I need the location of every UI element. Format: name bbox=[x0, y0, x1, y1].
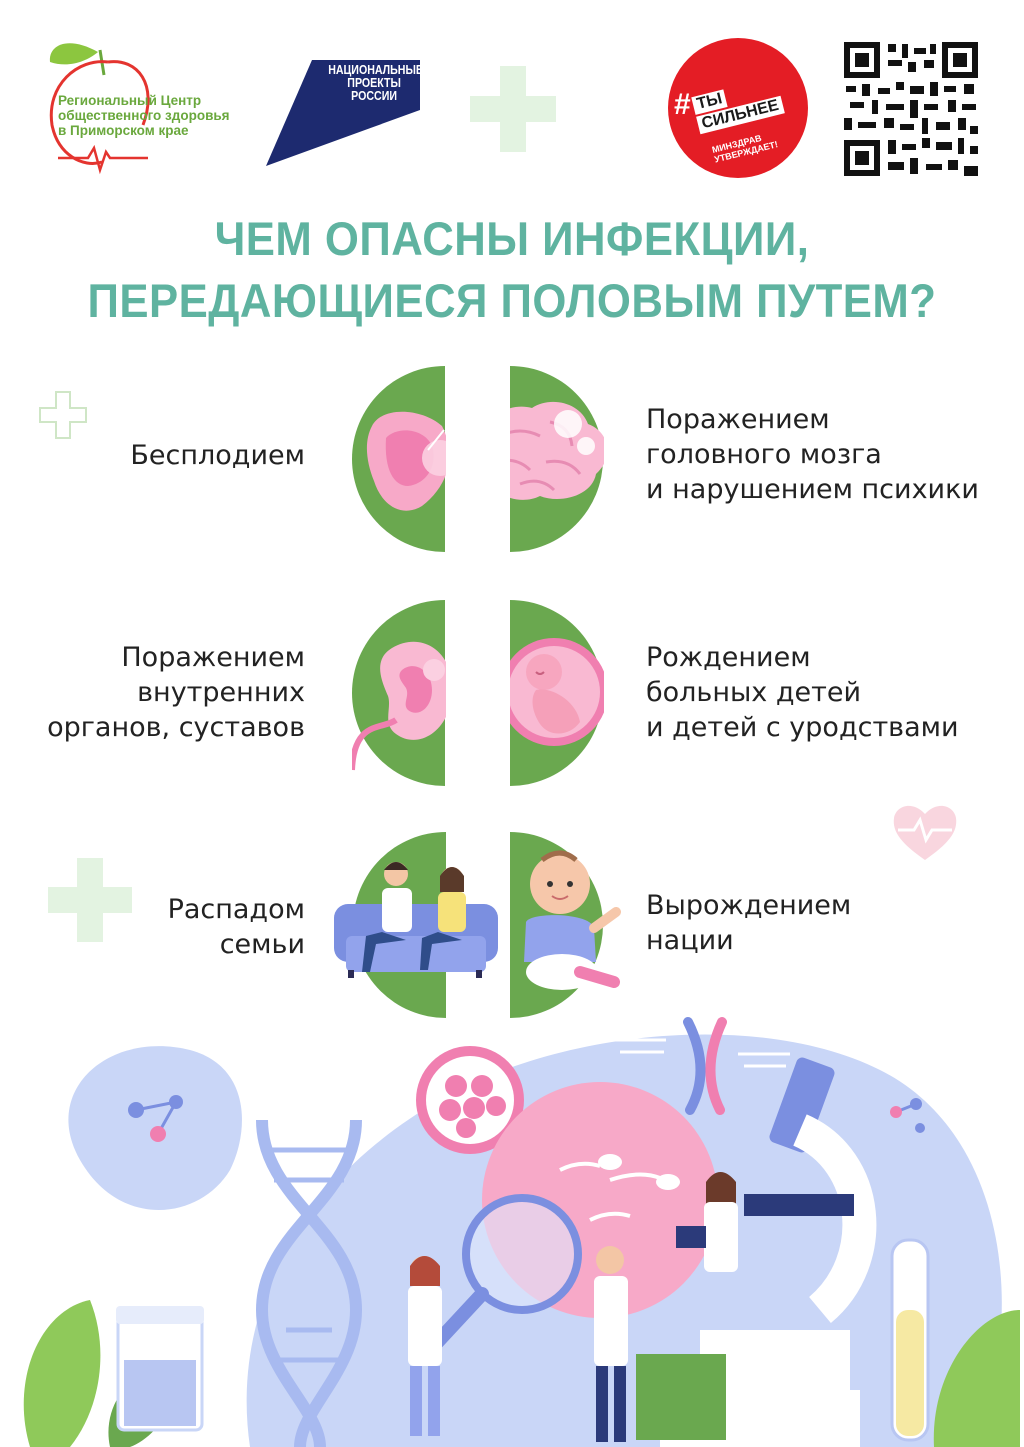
item-brain: Поражением головного мозга и нарушением … bbox=[646, 404, 979, 505]
national-projects-text: НАЦИОНАЛЬНЫЕ ПРОЕКТЫ РОССИИ bbox=[328, 63, 423, 103]
brain-icon bbox=[510, 366, 604, 552]
uterus-icon bbox=[352, 366, 446, 552]
baby-icon bbox=[510, 832, 621, 1018]
item-children: Рождением больных детей и детей с уродст… bbox=[646, 642, 959, 743]
cross-decoration-icon bbox=[470, 66, 556, 152]
regional-center-logo: Региональный Центр общественного здоровь… bbox=[38, 30, 258, 180]
qr-code[interactable] bbox=[844, 42, 978, 176]
heart-icon bbox=[893, 805, 957, 860]
molecule-icon bbox=[128, 1095, 183, 1142]
chromosome-icon bbox=[683, 1017, 727, 1115]
national-projects-logo: НАЦИОНАЛЬНЫЕ ПРОЕКТЫ РОССИИ bbox=[266, 60, 423, 166]
campaign-logo: # ТЫ СИЛЬНЕЕ МИНЗДРАВ УТВЕРЖДАЕТ! bbox=[668, 38, 808, 178]
science-illustration bbox=[23, 1017, 1020, 1447]
kidney-icon bbox=[352, 600, 446, 786]
regional-center-text: Региональный Центр общественного здоровь… bbox=[58, 93, 230, 138]
title-line-2: ПЕРЕДАЮЩИЕСЯ ПОЛОВЫМ ПУТЕМ? bbox=[87, 274, 937, 327]
qr-code-icon bbox=[844, 42, 978, 176]
doctor-figure-3 bbox=[676, 1172, 738, 1272]
fetus-icon bbox=[510, 600, 604, 786]
dna-icon bbox=[255, 1119, 363, 1447]
item-infertility: Бесплодием bbox=[130, 440, 305, 471]
doctor-figure-2 bbox=[594, 1246, 628, 1442]
apple-logo-icon bbox=[49, 43, 150, 175]
couple-icon bbox=[334, 832, 498, 1018]
item-nation: Вырождением нации bbox=[646, 890, 852, 956]
microscope-icon bbox=[660, 1057, 877, 1447]
title-line-1: ЧЕМ ОПАСНЫ ИНФЕКЦИИ, bbox=[214, 212, 810, 265]
doctor-figure-1 bbox=[408, 1256, 442, 1436]
item-family: Распадом семьи bbox=[167, 894, 305, 960]
magnifier-icon bbox=[423, 1194, 582, 1357]
item-organs: Поражением внутренних органов, суставов bbox=[47, 642, 305, 743]
page-title: ЧЕМ ОПАСНЫ ИНФЕКЦИИ, ПЕРЕДАЮЩИЕСЯ ПОЛОВЫ… bbox=[0, 208, 1024, 332]
cross-outline-icon bbox=[39, 391, 87, 439]
cross-decoration-icon bbox=[48, 858, 132, 942]
